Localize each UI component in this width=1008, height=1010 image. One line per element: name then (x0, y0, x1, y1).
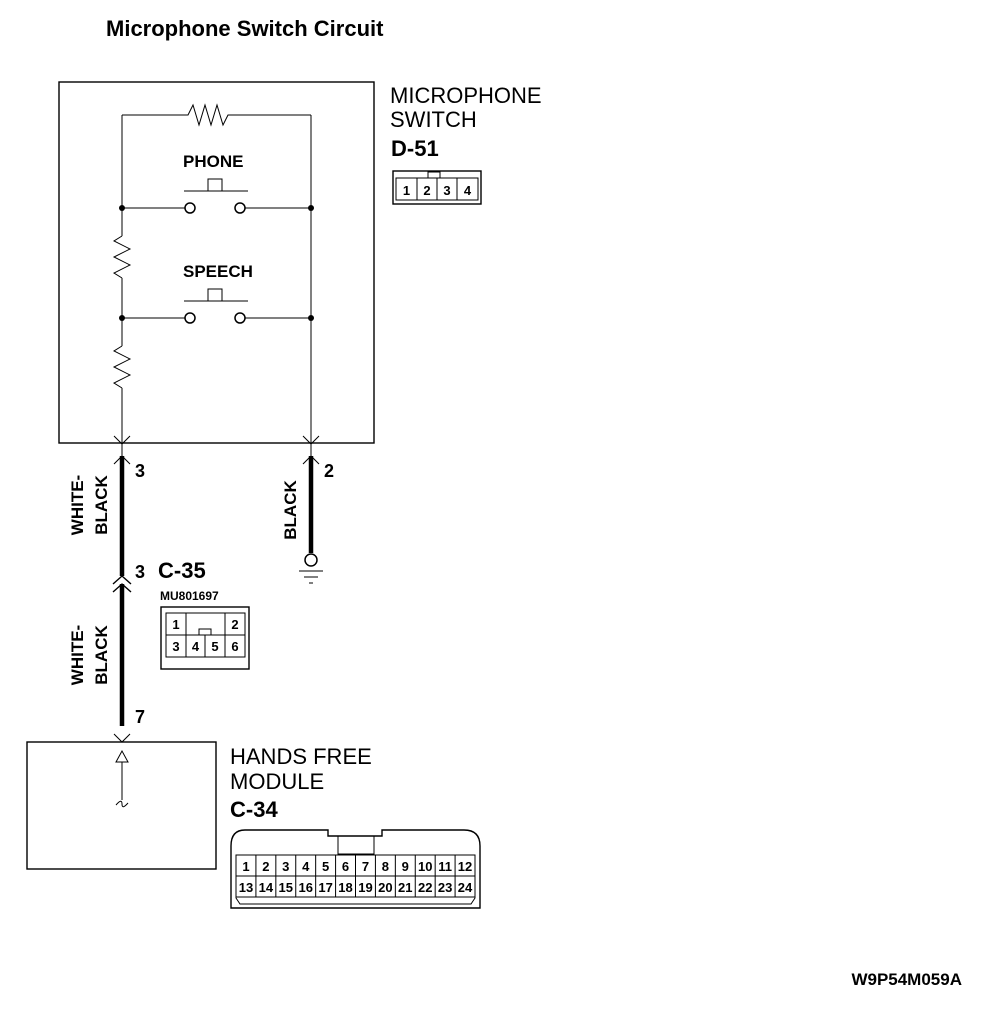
c34-pin-5: 5 (322, 859, 329, 874)
c35-pin-3: 3 (172, 639, 179, 654)
upper-wire-color-line2: BLACK (92, 475, 111, 535)
c34-pin-12: 12 (458, 859, 472, 874)
c35-pin-2: 2 (231, 617, 238, 632)
microphone-switch-name-line2: SWITCH (390, 107, 477, 132)
connector-d51: 1 2 3 4 (392, 170, 482, 205)
hands-free-name-line2: MODULE (230, 769, 324, 794)
pin-7-arrow-icon (113, 733, 131, 743)
phone-switch-label: PHONE (183, 152, 243, 171)
hands-free-name-line1: HANDS FREE (230, 744, 372, 769)
middle-resistor (112, 235, 132, 279)
c34-pin-1: 1 (242, 859, 249, 874)
bottom-resistor (112, 345, 132, 389)
top-resistor (122, 103, 311, 127)
junction-code: C-35 (158, 558, 206, 583)
c34-pin-23: 23 (438, 880, 452, 895)
lower-wire-color-line1: WHITE- (68, 625, 87, 685)
c34-pin-10: 10 (418, 859, 432, 874)
c35-pin-6: 6 (231, 639, 238, 654)
d51-pin-3: 3 (443, 183, 450, 198)
c34-pin-14: 14 (259, 880, 274, 895)
speech-switch-label: SPEECH (183, 262, 253, 281)
speech-switch (119, 288, 314, 324)
c35-pin-5: 5 (211, 639, 218, 654)
microphone-pin-3-label: 3 (135, 461, 145, 481)
pin-2-arrow-icon (302, 435, 320, 445)
connector-c35: 1 2 3 4 5 6 (160, 606, 250, 670)
ground-icon (299, 553, 323, 584)
c34-pin-18: 18 (338, 880, 352, 895)
hands-free-code: C-34 (230, 797, 278, 822)
c34-pin-11: 11 (438, 859, 452, 874)
junction-pin-label: 3 (135, 562, 145, 582)
hands-free-module-box (26, 741, 217, 870)
c34-pin-16: 16 (298, 880, 312, 895)
upper-wire-color-line1: WHITE- (68, 475, 87, 535)
microphone-switch-box (58, 81, 375, 444)
c34-pin-20: 20 (378, 880, 392, 895)
c34-pin-4: 4 (302, 859, 310, 874)
lower-wire-color-line2: BLACK (92, 625, 111, 685)
phone-switch (119, 178, 314, 214)
d51-pin-4: 4 (464, 183, 472, 198)
c35-pin-1: 1 (172, 617, 179, 632)
c34-pin-9: 9 (402, 859, 409, 874)
c34-pin-15: 15 (279, 880, 293, 895)
input-arrow-icon (115, 749, 129, 763)
c34-pin-17: 17 (318, 880, 332, 895)
hands-free-module-component (26, 741, 217, 870)
diagram-code: W9P54M059A (851, 970, 962, 989)
c35-pin-4: 4 (192, 639, 200, 654)
c34-pin-19: 19 (358, 880, 372, 895)
c34-pin-6: 6 (342, 859, 349, 874)
c34-pin-24: 24 (458, 880, 473, 895)
diagram-title: Microphone Switch Circuit (106, 16, 384, 41)
microphone-switch-code: D-51 (391, 136, 439, 161)
microphone-switch-component: PHONE SPEECH (58, 81, 375, 456)
hands-free-pin-label: 7 (135, 707, 145, 727)
d51-pin-1: 1 (403, 183, 410, 198)
c34-pin-22: 22 (418, 880, 432, 895)
c34-pin-13: 13 (239, 880, 253, 895)
c34-pin-8: 8 (382, 859, 389, 874)
c34-pin-3: 3 (282, 859, 289, 874)
right-wire-color: BLACK (281, 480, 300, 540)
ground-signal-icon (115, 800, 129, 808)
c34-pin-7: 7 (362, 859, 369, 874)
c34-pin-21: 21 (398, 880, 412, 895)
c34-pin-2: 2 (262, 859, 269, 874)
d51-pin-2: 2 (423, 183, 430, 198)
junction-part-number: MU801697 (160, 589, 219, 603)
microphone-pin-2-label: 2 (324, 461, 334, 481)
microphone-switch-name-line1: MICROPHONE (390, 83, 542, 108)
pin-3-arrow-icon (113, 435, 131, 445)
